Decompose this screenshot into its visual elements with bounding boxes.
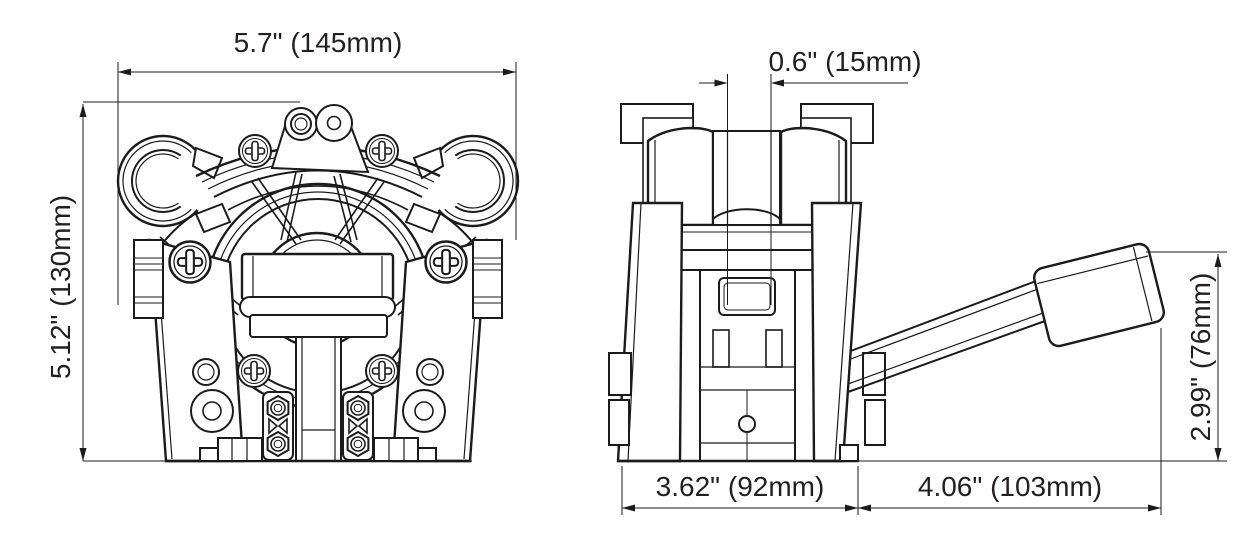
dimension-front-width: 5.7" (145mm) [117,27,517,305]
dimension-port-offset: 0.6" (15mm) [699,46,922,305]
foot-pedal [1032,242,1166,348]
valve-body-bands [663,224,831,271]
side-base [618,444,859,463]
port-clamp-right [404,134,520,234]
phillips-screw [365,354,399,388]
drain-hole [738,415,756,433]
pivot-wheel-left [284,107,318,141]
leg-washer-hole [190,389,234,433]
side-tab-left [133,239,164,319]
phillips-screw [238,134,272,168]
dimension-label: 5.12" (130mm) [45,195,76,379]
dimension-base-depth: 3.62" (92mm) [621,466,859,515]
leg-washer-hole [402,389,446,433]
phillips-screw [365,134,399,168]
arrowhead-right [1148,504,1161,512]
hex-nut [266,431,290,457]
port-clamp-left [116,134,232,234]
dimension-pedal-reach: 4.06" (103mm) [858,328,1162,515]
dimension-front-height: 5.12" (130mm) [45,101,472,462]
arrowhead-right [845,504,858,512]
hex-nut [266,395,290,421]
arrowhead-right [714,79,728,87]
leg-hole [416,358,444,386]
arrowhead-up [79,104,87,117]
side-view [608,103,1166,463]
yoke-struts [251,171,385,245]
port-cylinder-left [646,126,715,227]
phillips-screw [424,240,468,284]
dimension-label: 5.7" (145mm) [234,27,403,58]
arrowhead-left [858,504,871,512]
phillips-screw [237,354,271,388]
hex-fastener-strip-right [342,391,374,461]
arrowhead-up [1214,254,1222,267]
arrowhead-down [79,448,87,461]
center-channel [712,130,781,226]
leg-hole [192,358,220,386]
arrowhead-left [771,79,784,87]
phillips-screw [168,240,212,284]
pump-body-lower [699,269,796,462]
pivot-bracket [270,104,370,174]
side-tab-right [472,239,503,319]
arrowhead-down [1214,448,1222,461]
leg-rear [810,201,863,463]
hex-nut [346,395,370,421]
dimension-label: 4.06" (103mm) [918,471,1102,502]
pivot-wheel-right [315,104,353,142]
arrowhead-right [503,68,516,76]
side-flap-left [608,352,632,446]
dimension-label: 2.99" (76mm) [1185,273,1216,442]
arrowhead-left [118,68,131,76]
side-flap-right [862,352,886,446]
pressure-plate-bar [239,252,396,338]
dimension-label: 0.6" (15mm) [768,46,921,77]
hex-fastener-strip-left [262,391,294,461]
front-view [116,104,520,463]
hex-nut [346,431,370,457]
dimension-pedal-height: 2.99" (76mm) [858,251,1227,462]
center-column [295,336,342,462]
arrowhead-left [622,504,635,512]
dimension-label: 3.62" (92mm) [656,471,825,502]
